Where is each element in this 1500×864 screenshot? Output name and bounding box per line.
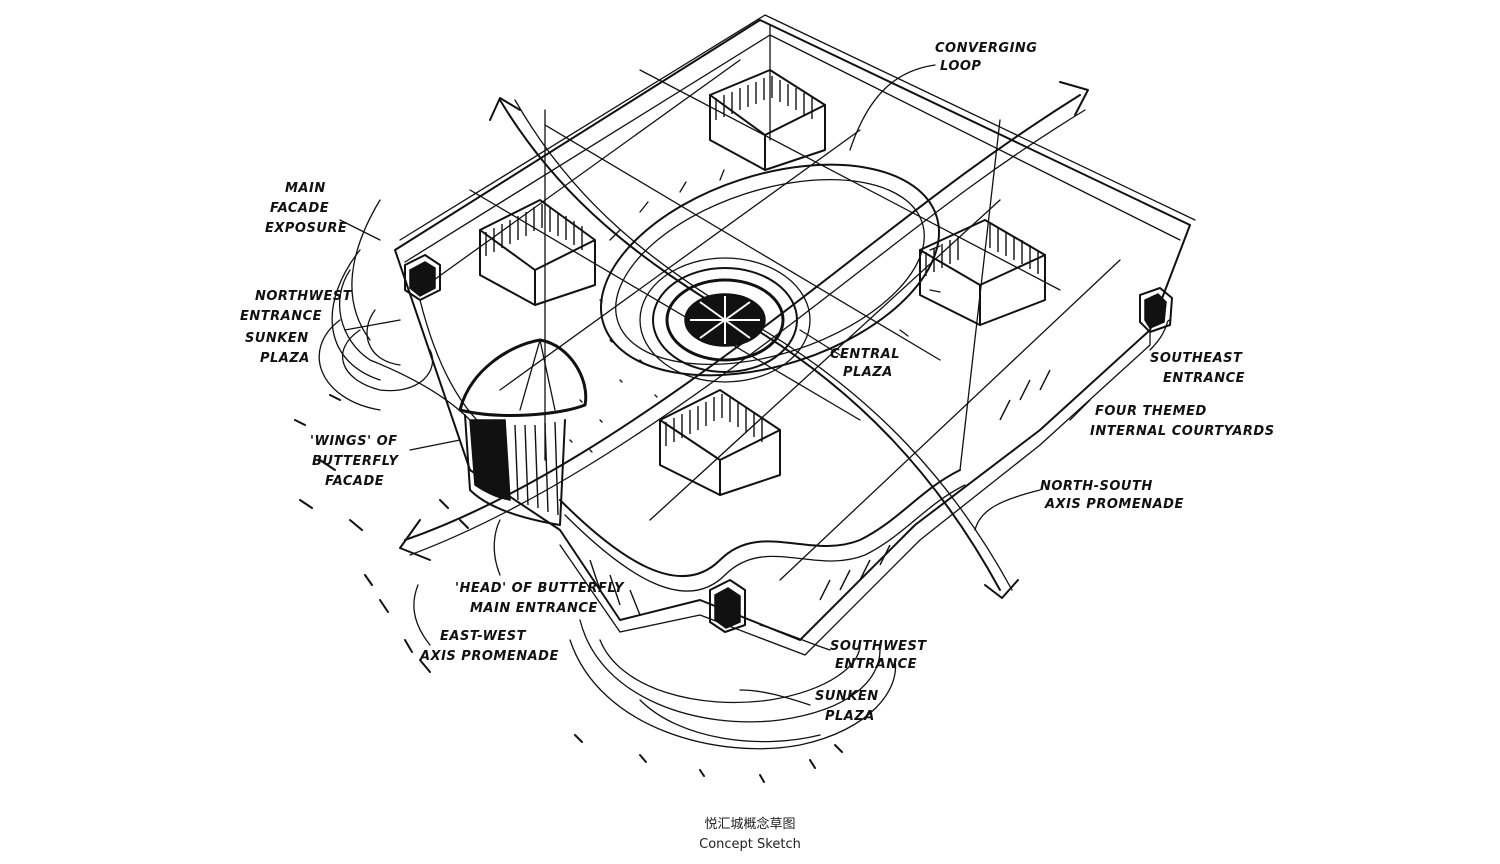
label-southwest-entrance: SOUTHWEST ENTRANCE [830, 639, 932, 672]
sunken-plaza-contours [569, 619, 897, 750]
site-stipple [294, 299, 843, 783]
label-east-west-axis: EAST-WEST AXIS PROMENADE [419, 629, 559, 664]
courtyard-west [479, 199, 596, 306]
northwest-sunken-contours [318, 309, 434, 411]
label-four-themed-courtyards: FOUR THEMED INTERNAL COURTYARDS [1090, 404, 1275, 439]
east-west-axis-arrow [489, 97, 1019, 599]
concept-sketch: CONVERGING LOOP MAIN FACADE EXPOSURE NOR… [240, 14, 1275, 783]
southwest-entrance-block [709, 579, 746, 633]
caption-english: Concept Sketch [699, 837, 801, 852]
courtyard-south [659, 389, 781, 496]
label-converging-loop: CONVERGING LOOP [935, 41, 1043, 74]
label-north-south-axis: NORTH-SOUTH AXIS PROMENADE [1040, 479, 1184, 512]
leader-lines [339, 64, 1171, 706]
southeast-entrance-block [1139, 287, 1173, 333]
converging-loop [599, 163, 941, 377]
label-sunken-plaza: SUNKEN PLAZA [815, 689, 884, 724]
label-central-plaza: CENTRAL PLAZA [830, 347, 905, 380]
butterfly-wing-facade [331, 199, 1051, 616]
central-plaza [639, 257, 811, 383]
label-head-of-butterfly: 'HEAD' OF BUTTERFLY MAIN ENTRANCE [455, 581, 629, 616]
label-southeast-entrance: SOUTHEAST ENTRANCE [1150, 351, 1247, 386]
courtyard-east [919, 219, 1046, 326]
label-main-facade-exposure: MAIN FACADE EXPOSURE [265, 181, 347, 236]
butterfly-head-main-entrance [458, 338, 588, 526]
northwest-entrance-block [404, 254, 441, 301]
caption-chinese: 悦汇城概念草图 [704, 817, 796, 832]
label-northwest-entrance: NORTHWEST ENTRANCE SUNKEN PLAZA [240, 289, 357, 366]
courtyard-north [709, 69, 826, 171]
label-wings-of-butterfly: 'WINGS' OF BUTTERFLY FACADE [310, 434, 403, 489]
